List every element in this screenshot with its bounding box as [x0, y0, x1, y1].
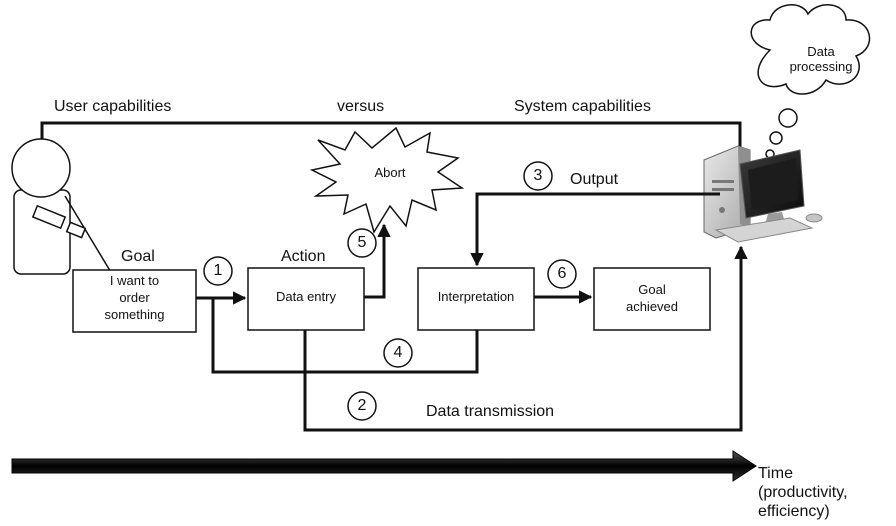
goal-achieved-box: [593, 267, 711, 331]
step-3-number: 3: [533, 167, 543, 184]
step-4-circle: [383, 338, 413, 368]
abort-burst-icon: [309, 126, 465, 234]
system-capabilities-label: System capabilities: [514, 98, 651, 115]
step-5-circle: [347, 228, 377, 258]
step-1-number: 1: [213, 262, 223, 279]
thought-cloud-icon: [750, 4, 871, 159]
output-label: Output: [570, 171, 619, 188]
time-label: Time (productivity, efficiency): [758, 465, 848, 520]
data-entry-box-text: Data entry: [276, 289, 336, 304]
step-6-number: 6: [557, 265, 567, 282]
step-2-circle: [347, 391, 377, 421]
abort-label: Abort: [374, 165, 406, 180]
step-6-circle: [547, 259, 577, 289]
step-4-number: 4: [393, 344, 403, 361]
time-arrow: [11, 450, 757, 482]
loop-interpretation-to-data-entry: [211, 298, 479, 374]
arrow-data-entry-to-abort: [364, 223, 391, 299]
cloud-text: Data processing: [789, 44, 853, 74]
user-figure-icon: [11, 138, 113, 275]
computer-icon: [703, 145, 823, 243]
goal-heading-label: Goal: [121, 248, 155, 265]
goal-box-text: I want to order something: [104, 273, 165, 322]
data-transmission-label: Data transmission: [426, 403, 555, 420]
step-5-number: 5: [357, 234, 367, 251]
interpretation-box-text: Interpretation: [437, 289, 515, 304]
data-entry-box: [247, 267, 365, 331]
user-capabilities-label: User capabilities: [54, 98, 172, 115]
step-1-circle: [203, 256, 233, 286]
interpretation-box: [417, 267, 535, 331]
action-heading-label: Action: [281, 248, 326, 265]
goal-achieved-box-text: Goal achieved: [625, 282, 679, 314]
step-3-circle: [523, 161, 553, 191]
versus-label: versus: [337, 98, 385, 115]
step-2-number: 2: [357, 397, 367, 414]
arrow-output-to-interpretation: [470, 192, 720, 267]
arrow-data-transmission: [303, 245, 748, 432]
goal-box: [72, 269, 197, 333]
